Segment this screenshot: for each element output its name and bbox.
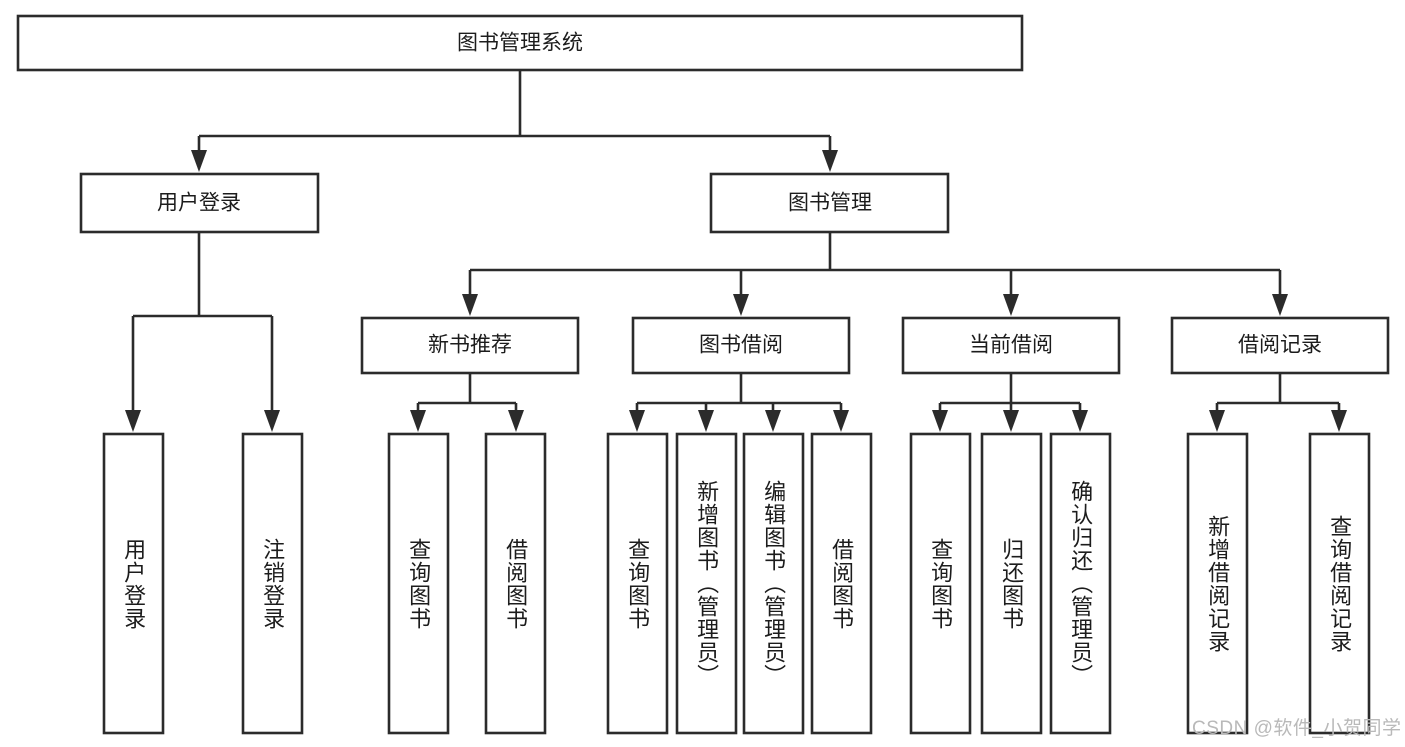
node-current-borrow-label: 当前借阅 <box>969 334 1053 357</box>
node-current-borrow-box[interactable] <box>901 316 1121 375</box>
node-root-label: 图书管理系统 <box>457 32 583 55</box>
leaf-box-query-book-1[interactable] <box>387 432 450 735</box>
connector-user-login-to-leaves <box>125 232 280 432</box>
node-new-book-recommend-label: 新书推荐 <box>428 334 512 357</box>
leaf-box-edit-book-admin[interactable] <box>742 432 805 735</box>
node-root-box[interactable] <box>16 14 1024 72</box>
csdn-watermark: CSDN @软件_小贺同学 <box>1192 718 1402 739</box>
connector-root-to-level2 <box>191 70 838 172</box>
leaf-box-borrow-book-1[interactable] <box>484 432 547 735</box>
node-borrow-record-label: 借阅记录 <box>1238 334 1322 357</box>
leaf-box-query-borrow-record[interactable] <box>1308 432 1371 735</box>
leaf-box-confirm-return-admin[interactable] <box>1049 432 1112 735</box>
node-user-login-label: 用户登录 <box>157 192 241 215</box>
leaf-box-user-login[interactable] <box>102 432 165 735</box>
connector-current-borrow-to-leaves <box>932 373 1088 432</box>
node-book-manage-label: 图书管理 <box>788 192 872 215</box>
node-user-login-box[interactable] <box>79 172 320 234</box>
connector-borrow-record-to-leaves <box>1209 373 1347 432</box>
connector-new-book-recommend-to-leaves <box>410 373 524 432</box>
node-book-borrow-label: 图书借阅 <box>699 334 783 357</box>
leaf-box-return-book[interactable] <box>980 432 1043 735</box>
leaf-box-borrow-book-2[interactable] <box>810 432 873 735</box>
connector-book-borrow-to-leaves <box>629 373 849 432</box>
leaf-box-logout[interactable] <box>241 432 304 735</box>
leaf-box-query-book-3[interactable] <box>909 432 972 735</box>
leaf-box-query-book-2[interactable] <box>606 432 669 735</box>
leaf-box-add-book-admin[interactable] <box>675 432 738 735</box>
node-new-book-recommend-box[interactable] <box>360 316 580 375</box>
leaf-box-add-borrow-record[interactable] <box>1186 432 1249 735</box>
connector-book-manage-to-level3 <box>462 232 1288 316</box>
